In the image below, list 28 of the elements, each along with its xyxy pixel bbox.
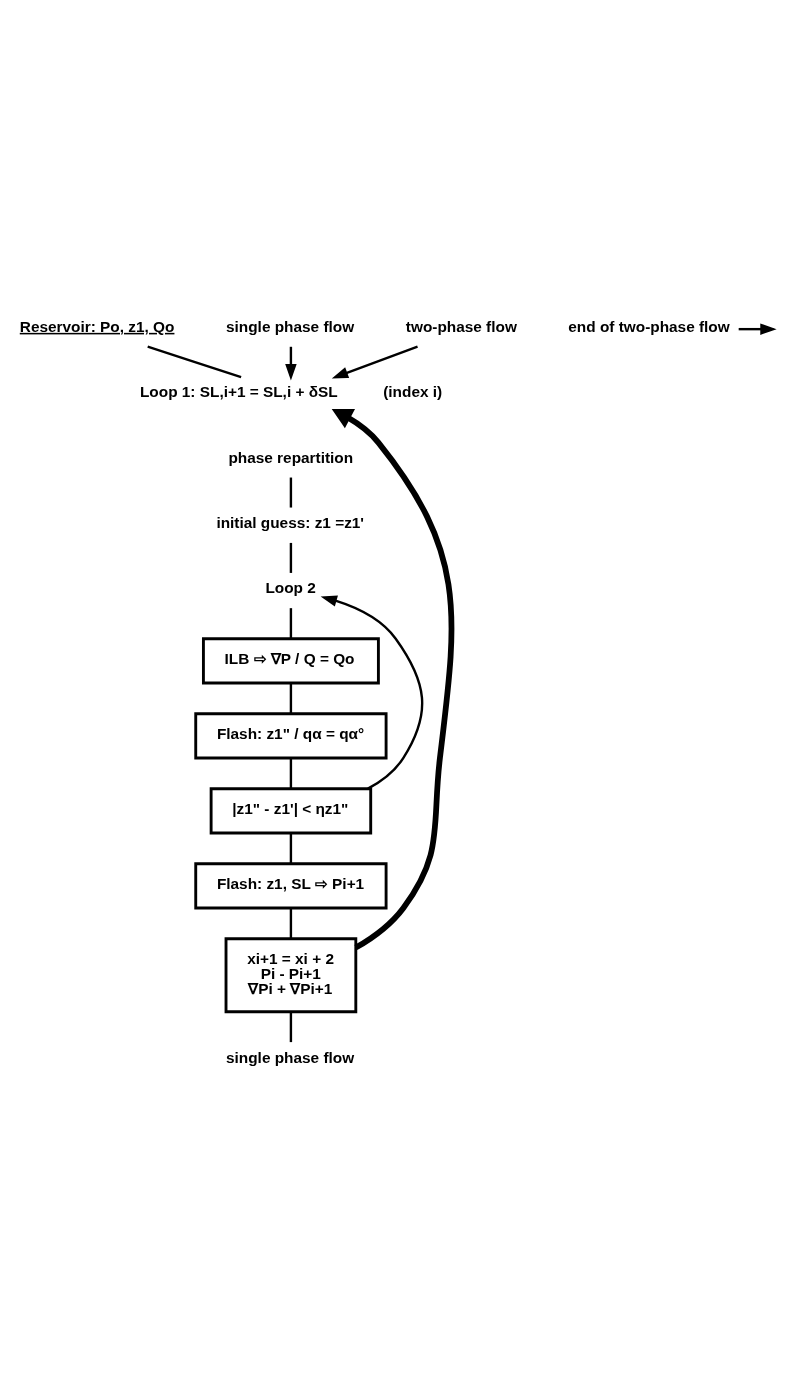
node-box: Flash: z1, SL ⇨ Pi+1 [194,862,388,910]
node-text: single phase flow [226,317,355,335]
node-box: ILB ⇨ ∇P / Q = Qo [202,637,380,685]
node-text: phase repartition [228,448,354,466]
node-box: xi+1 = xi + 2 Pi - Pi+1 ∇Pi + ∇Pi+1 [224,937,358,1014]
arrow [331,345,418,379]
connector [289,608,293,639]
node-text: two-phase flow [405,317,517,335]
node-text: Loop 2 [265,579,316,597]
node-text: initial guess: z1 =z1' [216,513,365,531]
node-text: single phase flow [226,1048,355,1066]
connector [289,907,293,939]
connector [289,542,293,573]
node-text: Loop 1: SL,i+1 = SL,i + δSL [139,383,338,401]
connector [147,345,242,379]
connector [289,477,293,508]
node-box: |z1" - z1'| < ηz1" [209,787,373,835]
arrow [320,595,424,790]
node-text: end of two-phase flow [568,317,730,335]
arrow [331,409,455,951]
connector [289,683,293,714]
arrow [285,346,297,381]
node-label: (index i) [383,383,443,401]
connector [289,833,293,864]
node-box: Flash: z1" / qα = qα° [194,712,388,760]
connector [289,758,293,789]
node-text: Reservoir: Po, z1, Qo [19,317,175,335]
connector [289,1012,293,1043]
